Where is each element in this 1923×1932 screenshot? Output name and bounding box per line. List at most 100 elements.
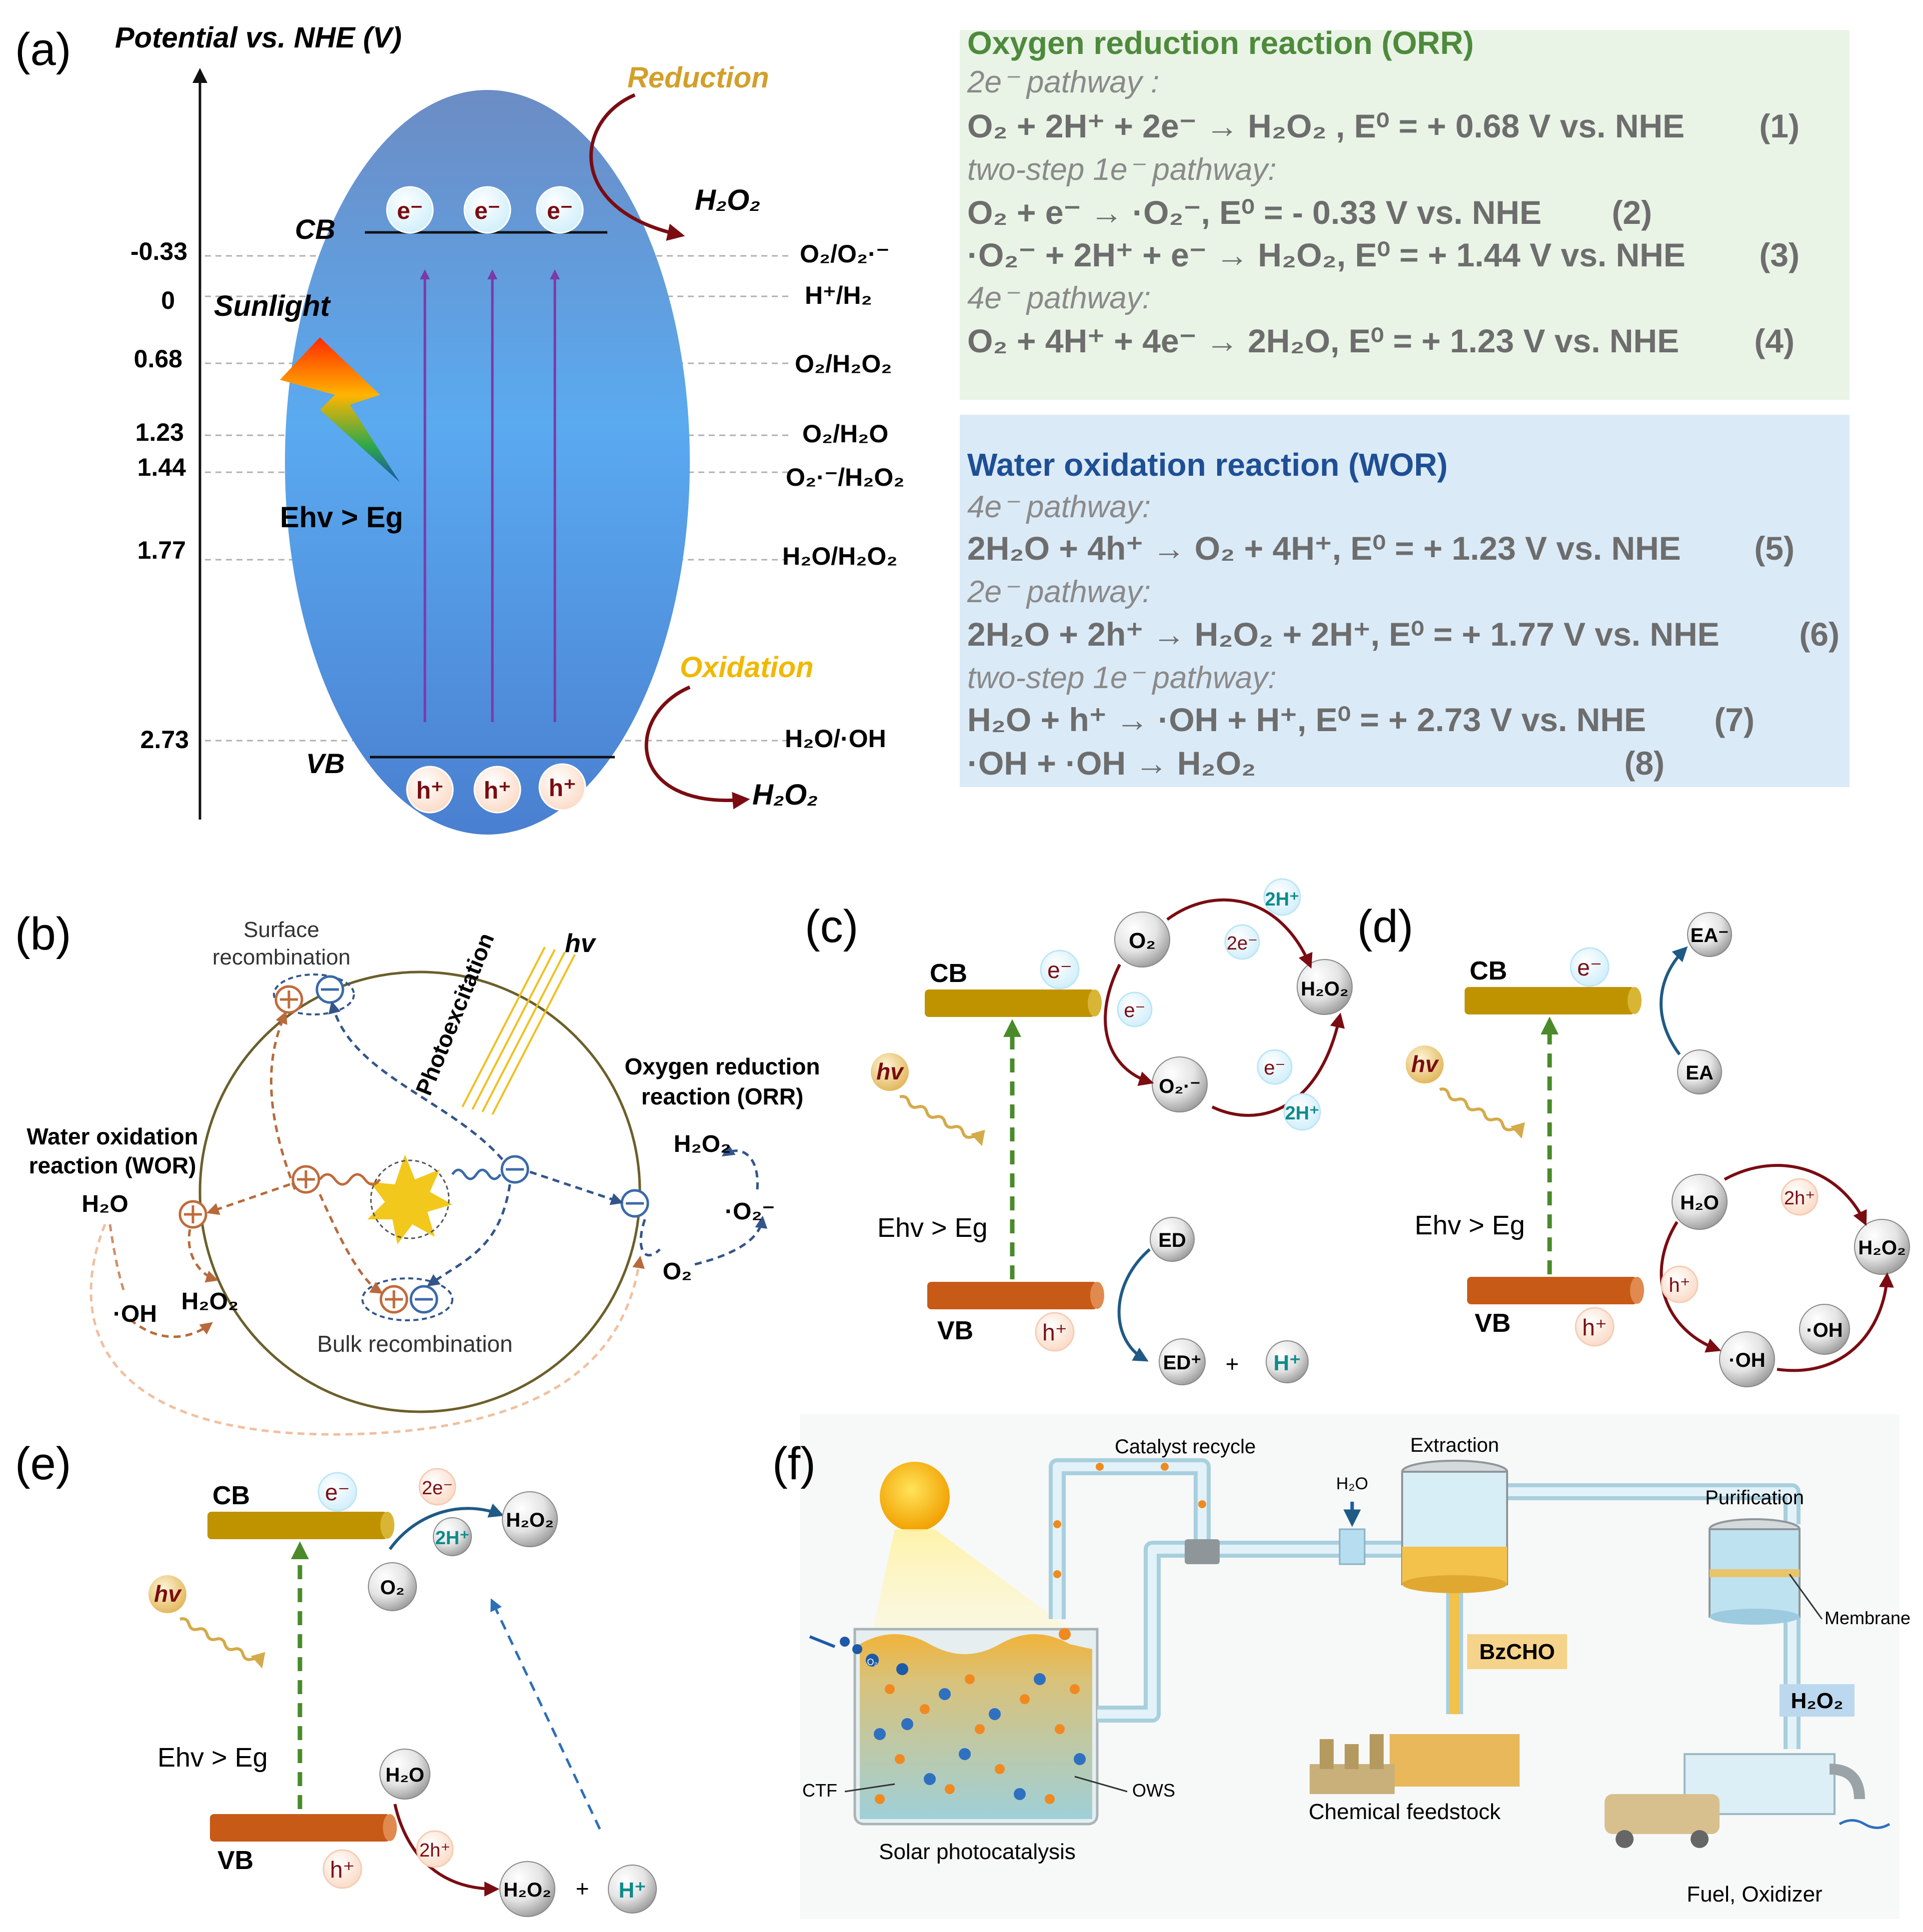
- eq-number: (3): [1759, 236, 1800, 273]
- o2-label: O₂: [380, 1577, 405, 1599]
- panel-e: (e) CB e⁻ VB h⁺ hv Ehv > Eg O₂ 2e⁻ 2H⁺ H…: [15, 1438, 657, 1917]
- panel-c: (c) CB e⁻ VB h⁺ hv Ehv > Eg O₂ H₂O₂ O₂·⁻…: [805, 878, 1353, 1385]
- sunlight-label: Sunlight: [214, 290, 331, 322]
- svg-text:e⁻: e⁻: [397, 198, 423, 224]
- orr-title: Oxygen reduction reaction (ORR): [967, 25, 1474, 61]
- energy-label: Ehv > Eg: [157, 1743, 268, 1773]
- potential-ticks: -0.33 0 0.68 1.23 1.44 1.77 2.73: [130, 237, 189, 754]
- solar-label: Solar photocatalysis: [879, 1840, 1076, 1864]
- hv-label: hv: [1411, 1051, 1439, 1077]
- electron-label: e⁻: [1124, 999, 1145, 1021]
- svg-text:H₂O/·OH: H₂O/·OH: [785, 725, 886, 753]
- h-plus-label: H⁺: [1274, 1351, 1301, 1375]
- feedstock-label: Chemical feedstock: [1309, 1800, 1501, 1824]
- h2o2-label: H₂O₂: [1858, 1237, 1906, 1259]
- oxidation-label: Oxidation: [680, 651, 813, 684]
- wor-to-orr-arrow: [89, 1224, 645, 1436]
- h2o-label: H₂O: [1680, 1192, 1719, 1214]
- redox-couples: O₂/O₂·⁻ H⁺/H₂ O₂/H₂O₂ O₂/H₂O O₂·⁻/H₂O₂ H…: [782, 240, 904, 753]
- hv-label: hv: [154, 1581, 182, 1607]
- eq-number: (8): [1624, 745, 1665, 782]
- bulk-recomb-label: Bulk recombination: [317, 1331, 512, 1357]
- tick-label: 1.23: [135, 418, 184, 446]
- wor-line: two-step 1e⁻ pathway:: [967, 661, 1277, 695]
- h2o2-label: H₂O₂: [1791, 1689, 1843, 1713]
- eq-number: (5): [1754, 530, 1795, 567]
- h-plus-label: H⁺: [619, 1878, 646, 1903]
- ed-label: ED: [1158, 1229, 1186, 1251]
- h2o2-label: H₂O₂: [506, 1509, 554, 1531]
- wor-line: ·OH + ·OH → H₂O₂: [967, 745, 1256, 782]
- ows-label: OWS: [1132, 1780, 1175, 1801]
- orr-line: two-step 1e⁻ pathway:: [967, 152, 1277, 187]
- hole-label: h⁺: [330, 1857, 355, 1883]
- orr-box-bg: [960, 30, 1850, 400]
- bulk-recomb-pair: [361, 1277, 453, 1321]
- vb-label: VB: [306, 748, 345, 779]
- fuel-oxidizer-icon: [1605, 1753, 1891, 1848]
- vb-label: VB: [1475, 1309, 1511, 1338]
- panel-d: (d) CB e⁻ VB h⁺ hv Ehv > Eg EA⁻ EA H₂O H…: [1357, 901, 1910, 1387]
- orr-line: O₂ + e⁻ → ·O₂⁻, E⁰ = - 0.33 V vs. NHE: [967, 194, 1542, 231]
- proton-return-arrow: [490, 1598, 601, 1830]
- electron-to-orr-arrow: [529, 1170, 624, 1205]
- plus-sign: +: [576, 1876, 589, 1902]
- orr-label: reaction (ORR): [641, 1083, 804, 1109]
- h2o2-label: H₂O₂: [181, 1288, 239, 1315]
- reduction-arrow: [589, 93, 685, 241]
- electron-to-bulk-arrow: [426, 1184, 511, 1287]
- tick-label: 2.73: [140, 726, 189, 754]
- pipe-junction: [1185, 1539, 1220, 1564]
- svg-text:H₂O/H₂O₂: H₂O/H₂O₂: [782, 542, 898, 570]
- catalyst-recycle-label: Catalyst recycle: [1115, 1436, 1256, 1458]
- eq-number: (1): [1759, 107, 1800, 144]
- excitation-star-icon: [367, 1154, 452, 1244]
- h2o2-label: H₂O₂: [503, 1879, 551, 1901]
- ed-plus-label: ED⁺: [1163, 1352, 1202, 1374]
- ctf-label: CTF: [802, 1780, 837, 1801]
- electron-balls: e⁻ e⁻ e⁻: [386, 186, 584, 234]
- fuel-label: Fuel, Oxidizer: [1687, 1882, 1822, 1907]
- semiconductor-particle: [285, 90, 690, 835]
- cb-label: CB: [930, 959, 967, 988]
- electron-to-surface-arrow: [328, 1000, 503, 1160]
- oxidation-product: H₂O₂: [752, 779, 818, 811]
- eq-number: (6): [1799, 616, 1840, 653]
- membrane-label: Membrane: [1825, 1608, 1911, 1628]
- axis-title: Potential vs. NHE (V): [115, 21, 402, 54]
- svg-text:h⁺: h⁺: [549, 775, 576, 802]
- panel-a: (a) Potential vs. NHE (V) -0.33 0 0.68 1…: [15, 21, 904, 835]
- orr-line: 2e⁻ pathway :: [967, 65, 1159, 99]
- two-h-plus-label: 2H⁺: [1265, 889, 1300, 910]
- orr-label: Oxygen reduction: [624, 1053, 820, 1079]
- wor-line: 2H₂O + 4h⁺ → O₂ + 4H⁺, E⁰ = + 1.23 V vs.…: [967, 530, 1681, 567]
- photon-wave-icon: [179, 1617, 265, 1669]
- cb-bar: [925, 989, 1095, 1017]
- hv-label: hv: [876, 1058, 904, 1084]
- hole-wave: [319, 1173, 381, 1186]
- vb-label: VB: [937, 1316, 973, 1345]
- energy-label: Ehv > Eg: [1415, 1210, 1525, 1240]
- two-h-label: 2h⁺: [419, 1840, 450, 1861]
- energy-label: Ehv > Eg: [877, 1213, 988, 1243]
- h2o2-badge: [1780, 1684, 1855, 1717]
- wor-label: reaction (WOR): [29, 1152, 196, 1178]
- electron-wave: [451, 1168, 502, 1180]
- electron-label: e⁻: [325, 1479, 350, 1505]
- hv-label: hv: [565, 929, 597, 958]
- vb-bar: [1467, 1277, 1637, 1304]
- chemical-plant-icon: [1310, 1734, 1520, 1794]
- eq-number: (4): [1754, 322, 1795, 359]
- orr-line: ·O₂⁻ + 2H⁺ + e⁻ → H₂O₂, E⁰ = + 1.44 V vs…: [967, 236, 1686, 273]
- ed-arrow: [1117, 1248, 1151, 1362]
- tick-label: 0.68: [134, 345, 182, 373]
- orr-line: O₂ + 2H⁺ + 2e⁻ → H₂O₂ , E⁰ = + 0.68 V vs…: [967, 107, 1685, 144]
- o2-label: O₂: [663, 1258, 692, 1285]
- cb-bar: [1465, 987, 1635, 1014]
- plus-sign: +: [1226, 1351, 1239, 1377]
- o2-radical-label: O₂·⁻: [1159, 1075, 1200, 1097]
- svg-text:h⁺: h⁺: [416, 778, 444, 804]
- surface-recomb-pair: [273, 973, 355, 1015]
- svg-text:O₂/H₂O: O₂/H₂O: [802, 420, 888, 448]
